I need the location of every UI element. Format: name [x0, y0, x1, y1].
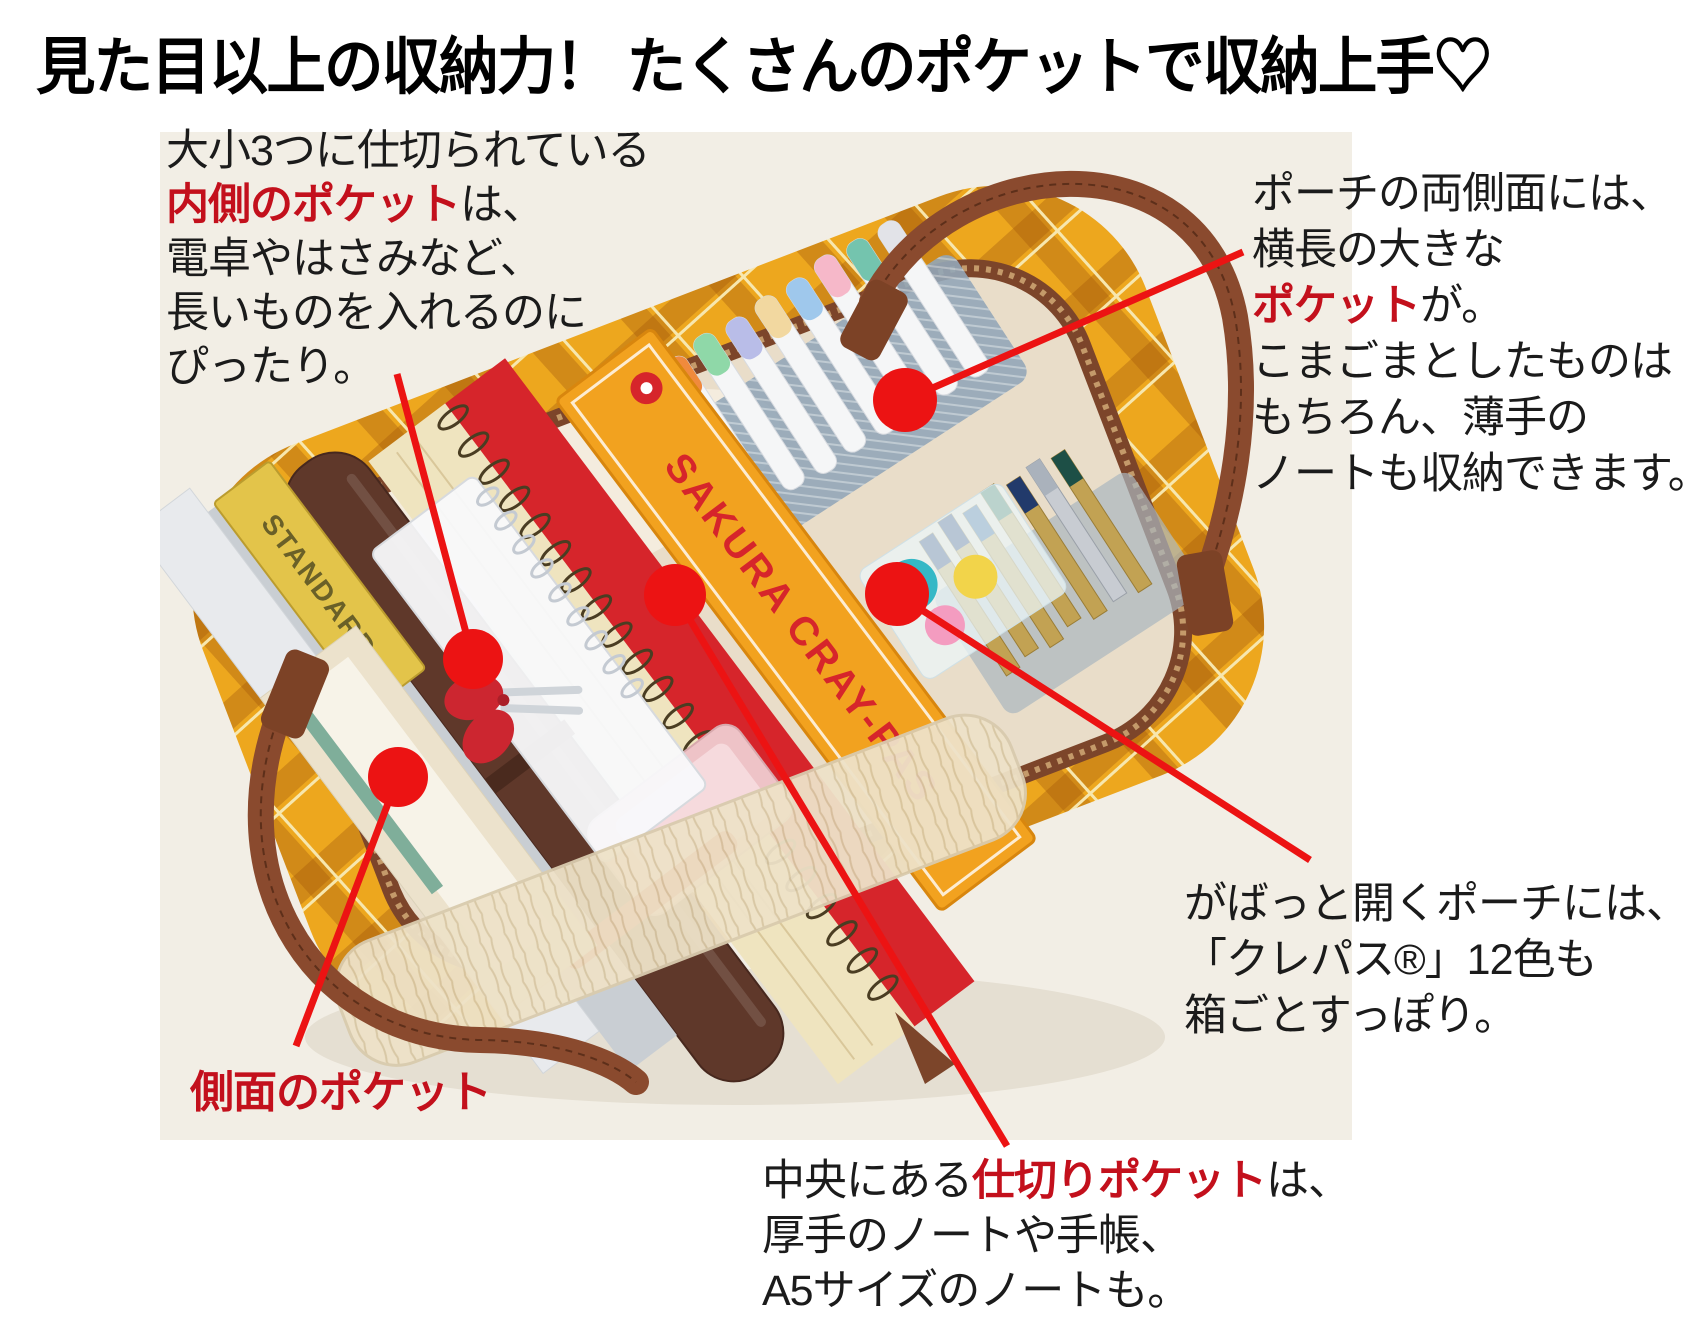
callout-text: は、: [460, 181, 545, 229]
callout-line-center-divider: [672, 593, 1010, 1148]
washi-tapes: [859, 483, 1067, 679]
callout-wide-opening: がばっと開くポーチには、 「クレパス®」12色も 箱ごとすっぽり。: [1184, 876, 1689, 1044]
callout-text: がばっと開くポーチには、: [1184, 880, 1689, 928]
pouch-illustration: SAKURA CRAY-PAS: [133, 171, 1265, 1105]
callout-text: 横長の大きな: [1252, 226, 1505, 274]
callout-text: 厚手のノートや手帳、: [762, 1212, 1183, 1260]
bottom-handle: [247, 649, 649, 1095]
callout-text: が。: [1420, 282, 1504, 330]
callout-text: 大小3つに仕切られている: [166, 127, 651, 175]
ring-planner: [372, 476, 707, 863]
callout-text: ポーチの両側面には、: [1252, 170, 1673, 218]
callout-text: A5サイズのノートも。: [762, 1267, 1190, 1315]
callout-text: は、: [1266, 1157, 1351, 1205]
callout-highlight: ポケット: [1252, 282, 1421, 330]
callout-text: ぴったり。: [166, 343, 376, 391]
callout-line-side-panel-pocket: [903, 248, 1245, 404]
callout-text: もちろん、薄手の: [1252, 394, 1589, 442]
callout-text: こまごまとしたものは: [1252, 338, 1673, 386]
callout-text: ノートも収納できます。: [1252, 450, 1700, 498]
callout-dot-side-panel-pocket: [873, 368, 937, 432]
callout-dot-inner-pocket: [443, 629, 503, 689]
callout-text: 中央にある: [762, 1157, 973, 1205]
product-photo: SAKURA CRAY-PAS: [133, 132, 1352, 1140]
callout-text: 電卓やはさみなど、: [166, 235, 543, 283]
callout-highlight: 仕切りポケット: [972, 1157, 1267, 1205]
side-pocket-label: 側面のポケット: [190, 1068, 492, 1117]
callout-dot-side-pocket: [368, 747, 428, 807]
top-handle: [840, 171, 1255, 636]
callout-text: 箱ごとすっぽり。: [1184, 992, 1517, 1040]
callout-highlight: 内側のポケット: [166, 181, 461, 229]
callout-side-panel-pocket: ポーチの両側面には、 横長の大きな ポケットが。 こまごまとしたものは もちろん…: [1252, 166, 1700, 502]
callout-inner-pocket: 大小3つに仕切られている 内側のポケットは、 電卓やはさみなど、 長いものを入れ…: [166, 124, 651, 394]
callout-line-wide-opening: [895, 591, 1312, 863]
inner-shirred-pocket: [334, 713, 1027, 1067]
callout-center-divider: 中央にある仕切りポケットは、 厚手のノートや手帳、 A5サイズのノートも。: [762, 1154, 1351, 1319]
callout-text: 「クレパス®」12色も: [1184, 936, 1598, 984]
callout-dot-wide-opening: [865, 562, 929, 626]
callout-line-inner-pocket: [393, 373, 477, 660]
page-title: 見た目以上の収納力！ たくさんのポケットで収納上手♡: [36, 33, 1493, 102]
zipper-pull-tail: [895, 1012, 955, 1084]
callout-text: 長いものを入れるのに: [166, 289, 587, 337]
callout-line-side-pocket: [292, 775, 402, 1048]
scissors: [444, 674, 584, 764]
callout-dot-center-divider: [644, 564, 706, 626]
